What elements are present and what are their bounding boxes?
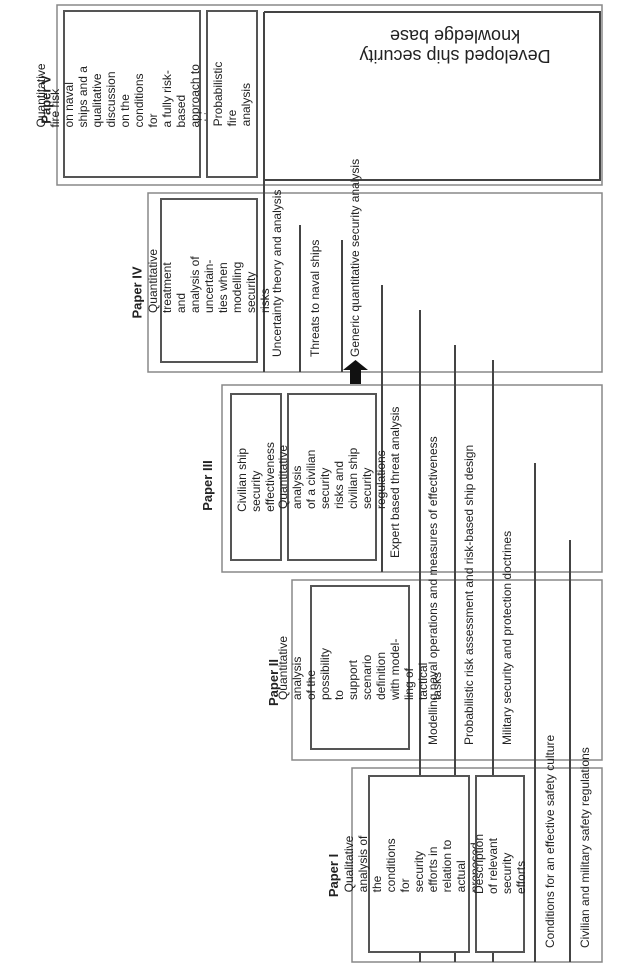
knowledge-uncertainty-theory: Uncertainty theory and analysis — [270, 189, 284, 357]
knowledge-expert-threat-analysis: Expert based threat analysis — [388, 406, 402, 558]
paper-i-box-description-text: Description of relevant security efforts — [472, 833, 528, 895]
paper-ii-box-analysis-text: Quantitative analysis of the possibility… — [276, 635, 444, 700]
knowledge-probabilistic-risk-assessment: Probabilistic risk assessment and risk-b… — [462, 444, 476, 745]
knowledge-base-title: Developed ship security knowledge base — [359, 26, 551, 66]
knowledge-civilian-military-safety-regulations: Civilian and military safety regulations — [578, 747, 592, 948]
paper-i-box-analysis: Qualitative analysis of the conditions f… — [342, 775, 496, 953]
paper-ii-box-analysis: Quantitative analysis of the possibility… — [276, 585, 444, 750]
knowledge-modelling-naval-operations: Modelling naval operations and measures … — [426, 436, 440, 745]
knowledge-effective-safety-culture: Conditions for an effective safety cultu… — [543, 734, 557, 948]
paper-iii-box-effectiveness: Civilian ship security effectiveness — [230, 393, 282, 561]
paper-iii-box-analysis: Quantitative analysis of a civilian secu… — [276, 393, 388, 561]
knowledge-threats-naval-ships: Threats to naval ships — [308, 239, 322, 357]
knowledge-military-security-doctrines: Military security and protection doctrin… — [500, 530, 514, 745]
paper-v-box-fire-risk-text: Quantitative fire risk on naval ships an… — [34, 63, 230, 128]
paper-v-box-probabilistic: Probabilistic fire analysis — [206, 10, 258, 178]
paper-i-title: Paper I — [326, 853, 342, 898]
paper-iii-box-effectiveness-text: Civilian ship security effectiveness — [235, 442, 277, 512]
paper-iii-title: Paper III — [199, 460, 215, 511]
paper-iv-box-analysis: Quantitative treatment and analysis of u… — [146, 198, 272, 363]
paper-iii-box-analysis-text: Quantitative analysis of a civilian secu… — [276, 444, 388, 510]
paper-v-box-fire-risk: Quantitative fire risk on naval ships an… — [34, 10, 230, 178]
paper-iv-box-analysis-text: Quantitative treatment and analysis of u… — [146, 248, 272, 313]
knowledge-generic-quantitative-security: Generic quantitative security analysis — [348, 158, 362, 357]
paper-i-box-description: Description of relevant security efforts — [472, 775, 528, 953]
paper-v-box-probabilistic-text: Probabilistic fire analysis — [211, 61, 253, 127]
paper-iv-title: Paper IV — [129, 266, 145, 319]
